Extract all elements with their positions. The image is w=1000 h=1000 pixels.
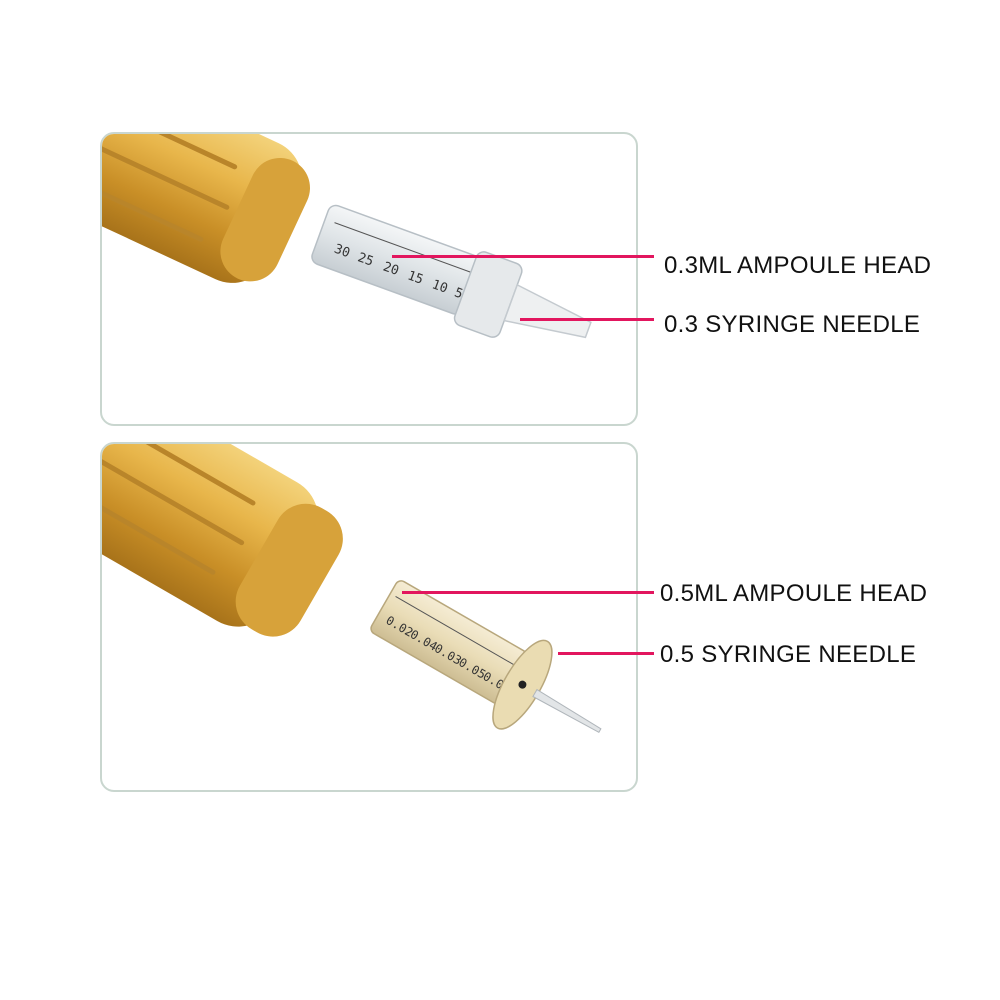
product-panel-05ml: 0.02 0.04 0.03 0.05 0.01 <box>100 442 638 792</box>
svg-text:15: 15 <box>405 268 425 287</box>
svg-text:25: 25 <box>356 250 376 269</box>
label-ampoule-head-05: 0.5ML AMPOULE HEAD <box>660 580 928 607</box>
leader-ampoule-head-05 <box>402 591 654 594</box>
ampoule-05ml: 0.02 0.04 0.03 0.05 0.01 <box>370 580 602 733</box>
ampoule-03ml: 30 25 20 15 10 5 <box>311 204 592 339</box>
pen-05ml-illustration: 0.02 0.04 0.03 0.05 0.01 <box>102 444 602 733</box>
gold-pen-body <box>102 134 310 283</box>
label-syringe-needle-05: 0.5 SYRINGE NEEDLE <box>660 641 917 668</box>
leader-syringe-needle-03 <box>520 318 654 321</box>
leader-ampoule-head-03 <box>392 255 654 258</box>
leader-syringe-needle-05 <box>558 652 654 655</box>
pen-03ml-illustration: 30 25 20 15 10 5 <box>102 134 592 339</box>
svg-text:10: 10 <box>430 277 450 296</box>
gold-pen-body <box>102 444 343 637</box>
svg-text:20: 20 <box>381 259 401 278</box>
svg-text:30: 30 <box>332 242 352 261</box>
product-panel-03ml: 30 25 20 15 10 5 <box>100 132 638 426</box>
label-ampoule-head-03: 0.3ML AMPOULE HEAD <box>664 252 932 279</box>
label-syringe-needle-03: 0.3 SYRINGE NEEDLE <box>664 311 921 338</box>
